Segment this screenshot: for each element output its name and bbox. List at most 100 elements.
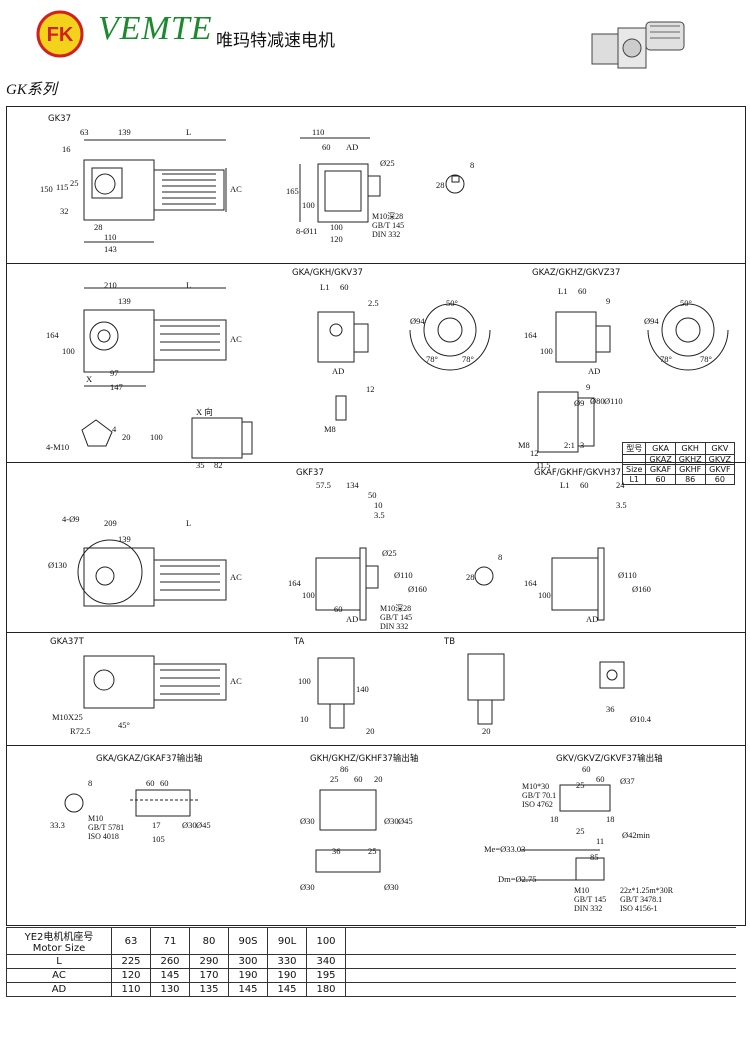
cell: GKAZ (645, 454, 676, 465)
dim: Ø42min (622, 830, 650, 840)
section-divider (6, 462, 746, 463)
row-label: AC (6, 968, 112, 983)
dim: Ø94 (644, 316, 659, 326)
dim: Ø80 (590, 396, 605, 406)
dim: Ø25 (380, 158, 395, 168)
gk37-title: GK37 (48, 114, 71, 124)
dim: Ø30 (182, 820, 197, 830)
cell: GKA (645, 442, 676, 455)
dim: 100 (150, 432, 163, 442)
dim: 210 (104, 280, 117, 290)
dim: Ø30 (300, 882, 315, 892)
dim: 100 (540, 346, 553, 356)
dim: 60 (334, 604, 343, 614)
header-line-2: Motor Size (32, 943, 86, 954)
dim: 164 (288, 578, 301, 588)
dim: 60 (160, 778, 169, 788)
cell: GKHF (674, 464, 706, 475)
dim: 78° (700, 354, 712, 364)
gka37t-title: GKA37T (50, 637, 84, 647)
dim: 120 (330, 234, 343, 244)
ta-title: TA (294, 637, 305, 647)
dim: 110 (312, 127, 325, 137)
dim: 8 (470, 160, 475, 170)
dim: 25 (368, 846, 377, 856)
dim: 11.5 (536, 460, 551, 470)
dim: M10X25 (52, 712, 83, 722)
dim: 32 (60, 206, 69, 216)
dim: 4-Ø9 (62, 514, 80, 524)
dim: 165 (286, 186, 299, 196)
blank-cell (345, 968, 736, 983)
dim: M8 (324, 424, 336, 434)
value-cell: 190 (267, 968, 307, 983)
dim: 140 (356, 684, 369, 694)
value-cell: 145 (150, 968, 190, 983)
dim: Ø160 (408, 584, 427, 594)
dim: 17 (152, 820, 161, 830)
section-divider (6, 632, 746, 633)
dim: 100 (538, 590, 551, 600)
dim: 50 (368, 490, 377, 500)
dim: 9 (586, 382, 591, 392)
dim: AD (586, 614, 599, 624)
dim: 3.5 (374, 510, 385, 520)
dim: 2:1 (564, 440, 575, 450)
dim: 18 (606, 814, 615, 824)
size-cell: 90L (267, 927, 307, 955)
dim: 50° (446, 298, 458, 308)
size-cell: 71 (150, 927, 190, 955)
dim: 8 (498, 552, 503, 562)
value-cell: 190 (228, 968, 268, 983)
dim: L1 (320, 282, 330, 292)
value-cell: 130 (150, 982, 190, 997)
value-cell: 145 (267, 982, 307, 997)
size-cell: 90S (228, 927, 268, 955)
gkf-note: M10深28 GB/T 145 DIN 332 (380, 604, 413, 631)
value-cell: 340 (306, 954, 346, 969)
value-cell: 135 (189, 982, 229, 997)
dim: Ø9 (574, 398, 585, 408)
dim: Ø10.4 (630, 714, 652, 724)
dim: 60 (580, 480, 589, 490)
dim: AD (588, 366, 601, 376)
dim: Dm=Ø2.75 (498, 874, 537, 884)
dim: 150 (40, 184, 53, 194)
dim: 35 (196, 460, 205, 470)
dim: 2.5 (368, 298, 379, 308)
dim: 147 (110, 382, 123, 392)
dim: 139 (118, 534, 131, 544)
dim: Ø45 (398, 816, 413, 826)
dim: 209 (104, 518, 117, 528)
dim: 60 (596, 774, 605, 784)
dim: 9 (606, 296, 611, 306)
value-cell: 330 (267, 954, 307, 969)
dim: AC (230, 676, 242, 686)
dim: AC (230, 184, 242, 194)
dim: 60 (322, 142, 331, 152)
shaft-v-note-2: M10 GB/T 145 DIN 332 (574, 886, 607, 913)
gkaf-title: GKAF/GKHF/GKVH37 (534, 468, 622, 478)
dim: L (186, 280, 192, 290)
dim: 97 (110, 368, 119, 378)
dim: 100 (302, 200, 315, 210)
dim: 100 (302, 590, 315, 600)
dim: 16 (62, 144, 71, 154)
shaft-a-title: GKA/GKAZ/GKAF37输出轴 (96, 754, 203, 764)
cell: 60 (704, 474, 736, 485)
dim: 11 (596, 836, 605, 846)
size-cell: 100 (306, 927, 346, 955)
cell: GKV (704, 442, 736, 455)
dim: 63 (80, 127, 89, 137)
dim: 60 (582, 764, 591, 774)
dim: 78° (426, 354, 438, 364)
cell: GKAF (645, 464, 676, 475)
dim: 8 (88, 778, 93, 788)
tb-title: TB (444, 637, 456, 647)
section-divider (6, 263, 746, 264)
dim: 20 (366, 726, 375, 736)
dim: 25 (70, 178, 79, 188)
